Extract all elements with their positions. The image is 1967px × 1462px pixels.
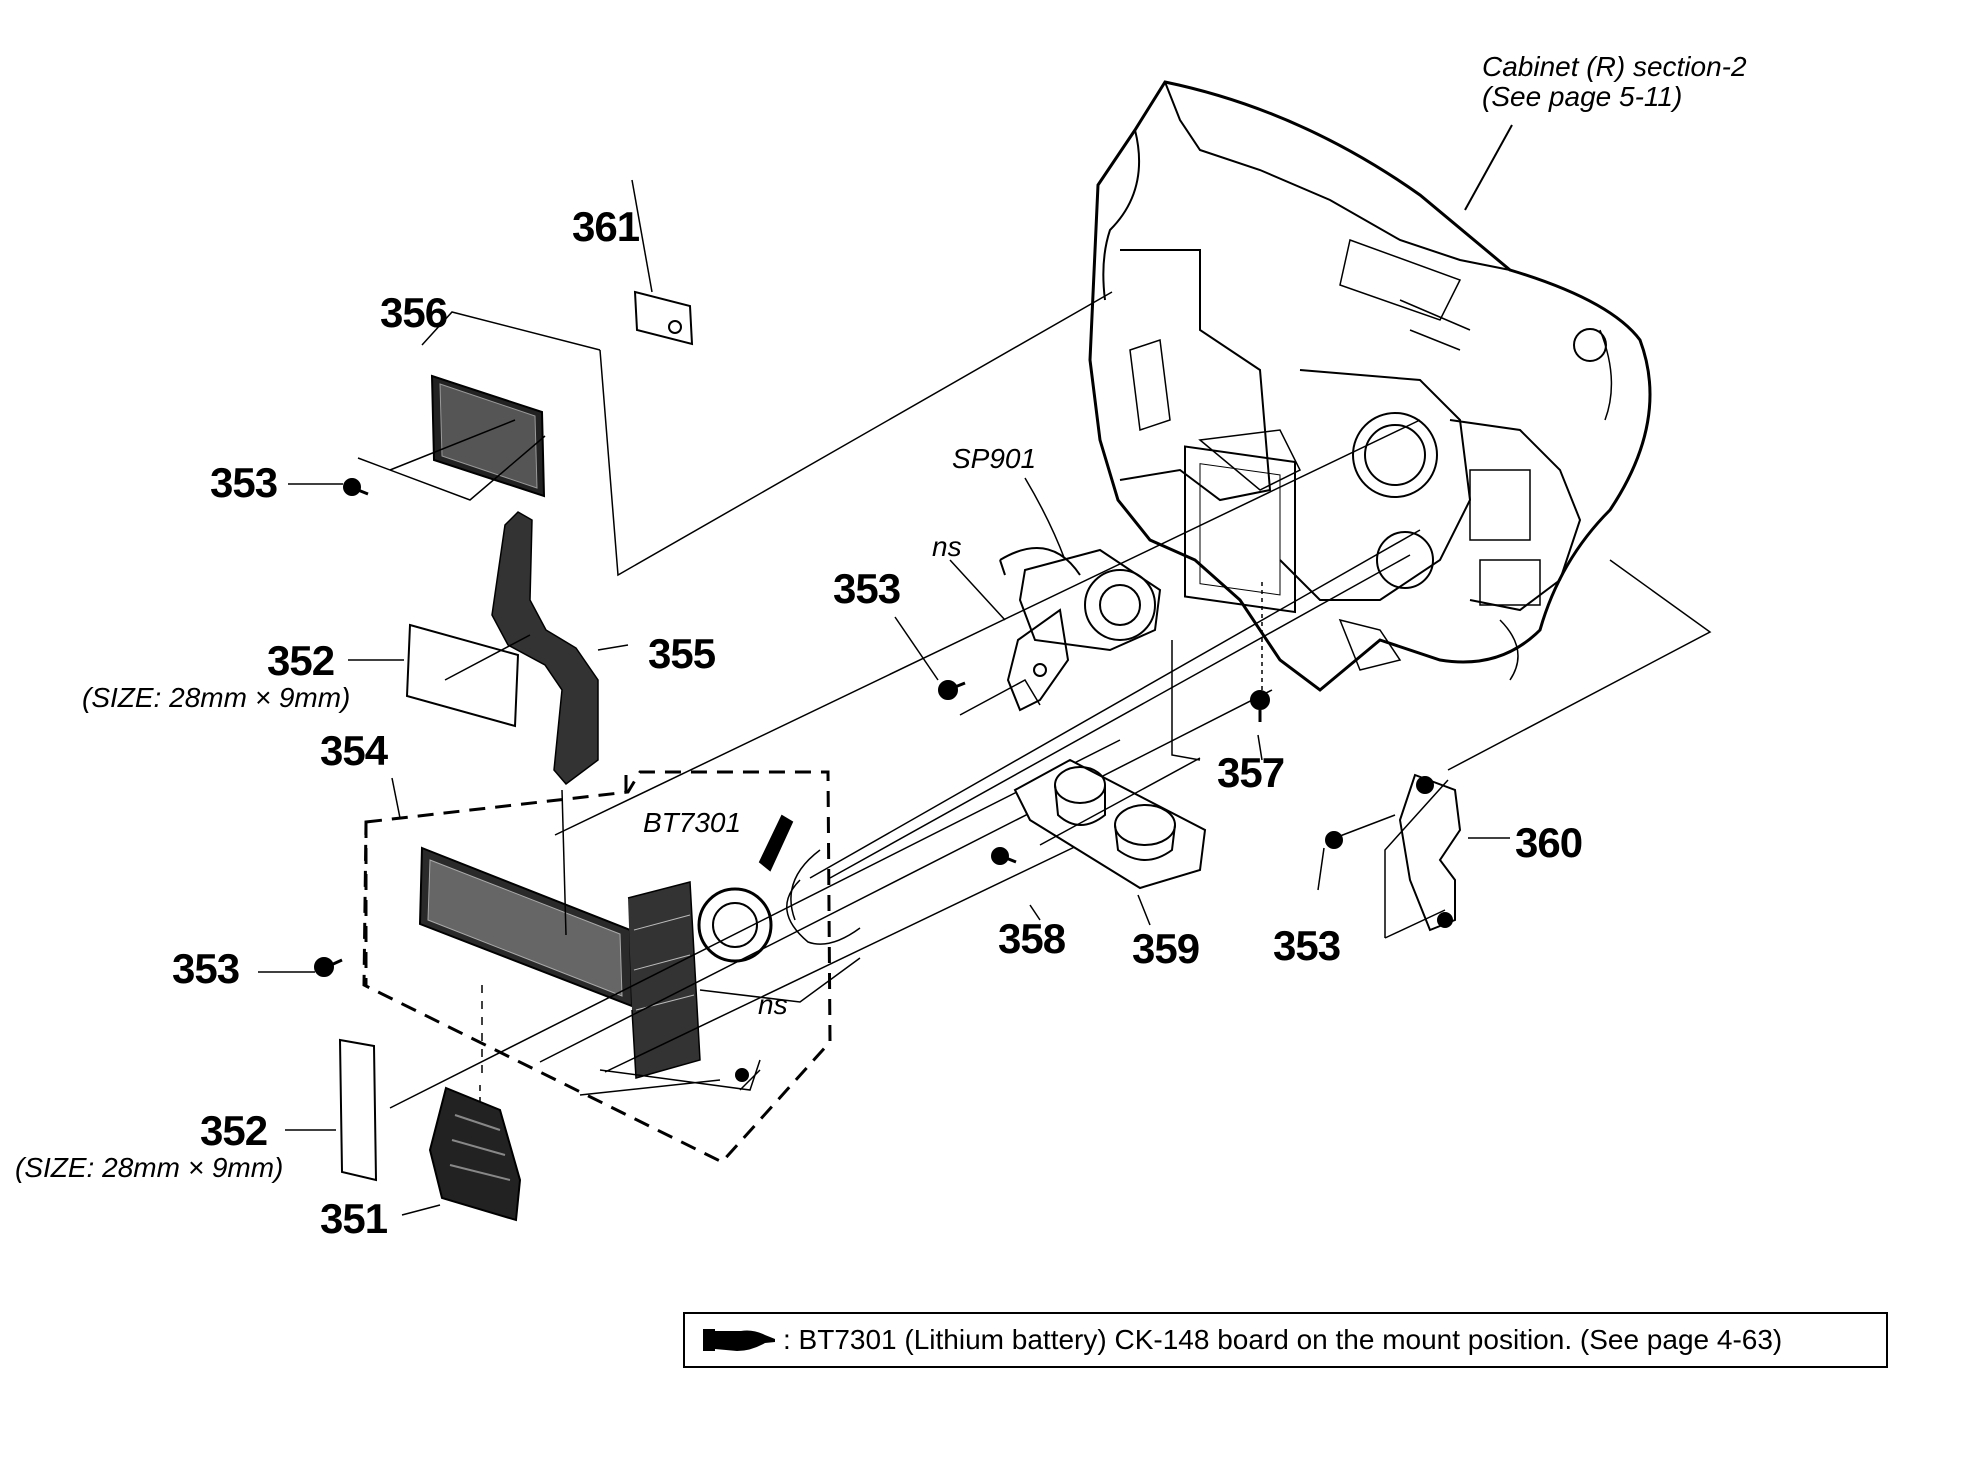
size-note-lower: (SIZE: 28mm × 9mm) [15, 1152, 284, 1183]
part-360-bracket [1398, 773, 1462, 932]
cabinet-leader-line [1464, 124, 1513, 211]
callout-361: 361 [572, 203, 640, 250]
part-351-connector [428, 1086, 522, 1222]
callout-353-left: 353 [172, 945, 240, 992]
part-352-upper-label [405, 623, 520, 728]
part-357-screw [1250, 690, 1270, 761]
mount-position-note-text: : BT7301 (Lithium battery) CK-148 board … [783, 1324, 1783, 1355]
label-cabinet-line1: Cabinet (R) section-2 [1482, 51, 1747, 82]
part-bt7301-battery [697, 814, 794, 963]
part-353-screw-d [1317, 831, 1343, 891]
part-353-screw-a [288, 478, 369, 496]
part-ns-bracket-upper [1006, 608, 1070, 712]
part-361-plate [633, 290, 694, 346]
size-note-upper: (SIZE: 28mm × 9mm) [82, 682, 351, 713]
part-359-plate [1013, 758, 1207, 890]
label-cabinet-line2: (See page 5-11) [1482, 81, 1683, 112]
callout-359: 359 [1132, 925, 1200, 972]
callout-353-right: 353 [1273, 922, 1341, 969]
part-354-main-board [418, 846, 701, 1079]
pointing-hand-icon [703, 1329, 775, 1351]
label-ns-upper: ns [932, 531, 962, 562]
cabinet-r-section [1088, 80, 1652, 692]
callout-356: 356 [380, 289, 448, 336]
callout-353-mid: 353 [833, 565, 901, 612]
callout-358: 358 [998, 915, 1066, 962]
part-352-lower-label [338, 1038, 378, 1182]
part-358-screw [991, 847, 1041, 921]
callout-352-lower: 352 [200, 1107, 268, 1154]
part-sp901-speaker [999, 547, 1162, 652]
part-353-screw-c [894, 616, 966, 700]
callout-352-upper: 352 [267, 637, 335, 684]
part-353-screw-b [258, 957, 343, 977]
part-355-flex-cable [491, 511, 599, 786]
mount-position-note: : BT7301 (Lithium battery) CK-148 board … [683, 1312, 1888, 1368]
callout-354: 354 [320, 727, 388, 774]
part-354-dashed-group [362, 770, 832, 1164]
callout-357: 357 [1217, 749, 1285, 796]
label-sp901: SP901 [952, 443, 1037, 474]
label-ns-lower: ns [758, 989, 788, 1020]
callout-351: 351 [320, 1195, 388, 1242]
part-356-board [430, 374, 546, 498]
label-bt7301: BT7301 [643, 807, 742, 838]
callout-355: 355 [648, 630, 716, 677]
callout-360: 360 [1515, 819, 1583, 866]
callout-353-top: 353 [210, 459, 278, 506]
